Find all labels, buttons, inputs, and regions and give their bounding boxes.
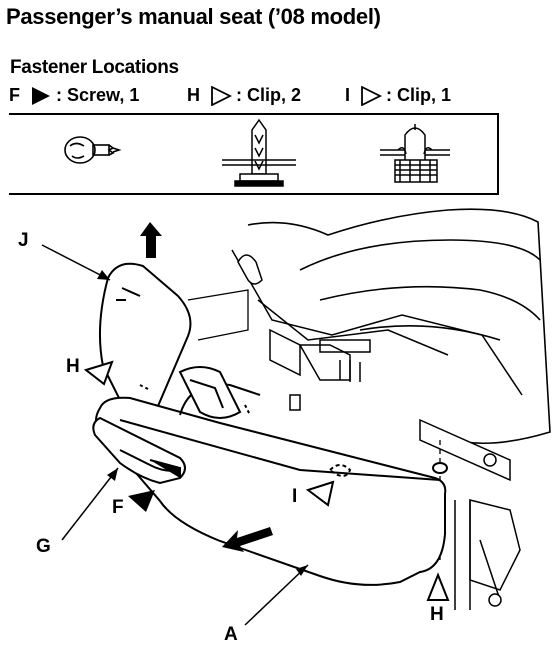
- callout-h-lower: H: [430, 604, 444, 625]
- callout-g: G: [36, 536, 51, 557]
- arrow-down-left-icon: [222, 527, 273, 552]
- outline-triangle-marker-h2: [426, 572, 450, 601]
- seat-frame: [231, 249, 523, 610]
- callout-i: I: [292, 486, 298, 507]
- recline-lever-g: [92, 416, 186, 485]
- outline-triangle-marker-i: [305, 480, 335, 507]
- section-title: Fastener Locations: [10, 57, 179, 78]
- page-title: Passenger’s manual seat (’08 model): [6, 4, 381, 29]
- clip-i-icon: [380, 124, 450, 183]
- filled-triangle-marker-f: [128, 490, 155, 512]
- lever-cover-j: [98, 262, 192, 415]
- arrow-up-icon: [140, 222, 162, 258]
- side-trim-cover-a: [95, 366, 448, 586]
- filled-triangle-icon: [30, 86, 52, 106]
- legend-letter: H: [187, 85, 200, 105]
- leader-lines: [41, 244, 309, 626]
- callout-h-upper: H: [66, 356, 80, 377]
- outline-triangle-icon: [210, 85, 232, 106]
- legend-letter: I: [345, 85, 351, 105]
- seat-cushion: [247, 208, 551, 445]
- callout-a: A: [224, 624, 238, 645]
- legend-right-rule: [497, 113, 499, 195]
- legend-letter: F: [9, 85, 20, 105]
- legend-item-h: H : Clip, 2: [187, 85, 301, 106]
- callout-j: J: [18, 230, 29, 251]
- legend-item-f: F : Screw, 1: [9, 85, 139, 106]
- screw-icon: [64, 136, 122, 164]
- legend-top-rule: [9, 113, 499, 115]
- callout-f: F: [112, 497, 124, 518]
- legend-text: : Screw, 1: [56, 85, 140, 105]
- fastener-legend: F : Screw, 1 H : Clip, 2 I : Clip, 1: [9, 85, 499, 195]
- clip-h-icon: [222, 118, 296, 187]
- legend-bottom-rule: [9, 193, 499, 195]
- legend-item-i: I : Clip, 1: [345, 85, 451, 106]
- legend-text: : Clip, 1: [386, 85, 452, 105]
- legend-text: : Clip, 2: [236, 85, 302, 105]
- outline-triangle-icon: [360, 85, 383, 106]
- leader-arrowheads: [97, 270, 308, 576]
- outline-triangle-marker-h1: [83, 360, 114, 386]
